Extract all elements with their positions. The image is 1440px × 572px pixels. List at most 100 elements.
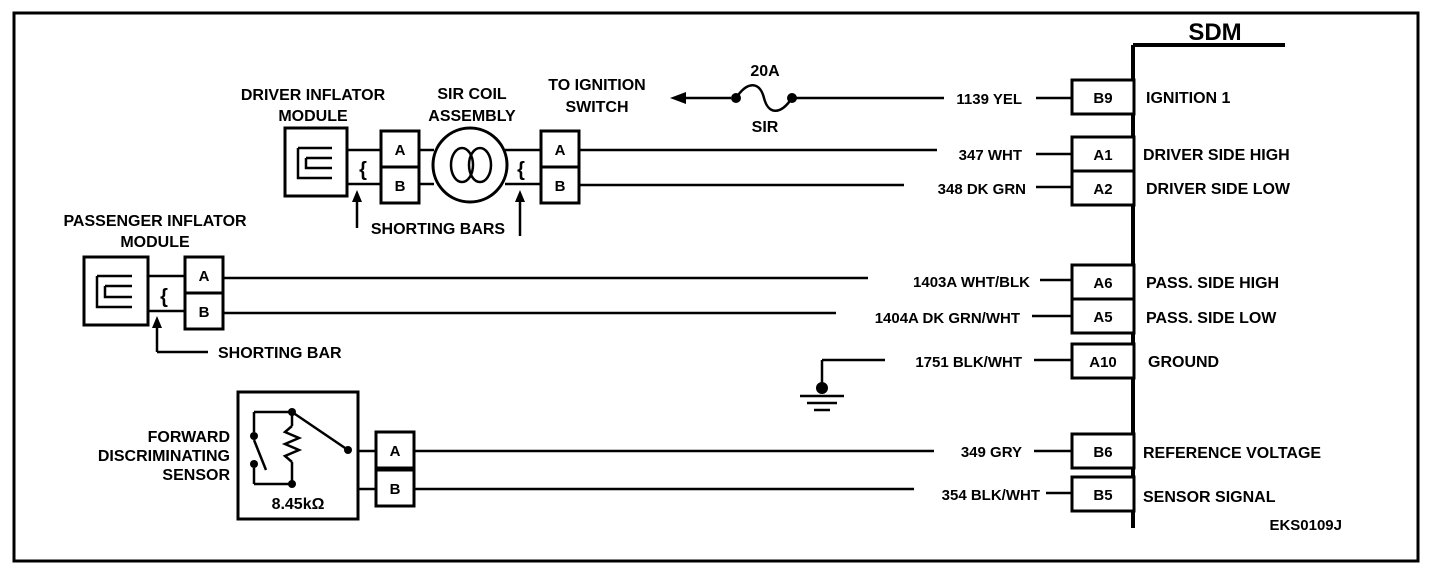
shorting-bar-brace: { bbox=[517, 159, 525, 181]
fuse-rating: 20A bbox=[750, 63, 780, 80]
sdm-function-label: GROUND bbox=[1148, 354, 1219, 371]
coil-loop-icon bbox=[449, 146, 475, 184]
shorting-bars-label: SHORTING BARS bbox=[371, 221, 506, 238]
fuse-name: SIR bbox=[752, 119, 779, 136]
sdm-pin-label: A10 bbox=[1089, 354, 1117, 371]
forward-discriminating-sensor: FORWARD DISCRIMINATING SENSOR 8.45kΩ A B bbox=[98, 390, 934, 521]
sdm-function-label: IGNITION 1 bbox=[1146, 90, 1231, 107]
sensor-resistance: 8.45kΩ bbox=[272, 496, 325, 513]
sdm-pin-label: A2 bbox=[1093, 181, 1112, 198]
resistor-icon bbox=[281, 425, 303, 463]
wire-label: 1404A DK GRN/WHT bbox=[875, 310, 1020, 327]
ignition-fuse-circuit: TO IGNITION SWITCH 20A SIR bbox=[548, 63, 944, 136]
shorting-bar-brace: { bbox=[160, 286, 168, 308]
sdm-function-label: DRIVER SIDE HIGH bbox=[1143, 147, 1290, 164]
sdm-title: SDM bbox=[1188, 19, 1241, 46]
wire-label: 354 BLK/WHT bbox=[942, 487, 1040, 504]
connector-pin-b bbox=[183, 291, 225, 331]
wire-label: 347 WHT bbox=[959, 147, 1022, 164]
sdm-pin-label: A5 bbox=[1093, 309, 1112, 326]
sdm-pin-label: B6 bbox=[1093, 444, 1112, 461]
sensor-label-line3: SENSOR bbox=[162, 467, 230, 484]
shorting-bar-brace: { bbox=[359, 159, 367, 181]
connector-pin-label: B bbox=[390, 481, 401, 498]
wire-label: 1403A WHT/BLK bbox=[913, 274, 1030, 291]
sir-coil-assembly: SIR COIL ASSEMBLY { A B bbox=[419, 86, 937, 205]
passenger-module-box bbox=[82, 255, 150, 327]
sdm-function-label: PASS. SIDE HIGH bbox=[1146, 275, 1279, 292]
driver-module-box bbox=[283, 126, 349, 198]
arrow-up-icon bbox=[152, 316, 162, 328]
sensor-node bbox=[344, 446, 352, 454]
sensor-label-line2: DISCRIMINATING bbox=[98, 448, 230, 465]
sdm-pin-box bbox=[1070, 342, 1136, 380]
sdm-pin-box bbox=[1070, 432, 1136, 470]
sdm-pin-box bbox=[1070, 297, 1136, 335]
sensor-label-line1: FORWARD bbox=[148, 429, 230, 446]
shorting-bar-callout: SHORTING BAR bbox=[152, 316, 342, 362]
diagram-id: EKS0109J bbox=[1269, 517, 1342, 534]
driver-module-label-line2: MODULE bbox=[278, 108, 348, 125]
sdm-function-label: PASS. SIDE LOW bbox=[1146, 310, 1277, 327]
ignition-label-line1: TO IGNITION bbox=[548, 77, 645, 94]
wire-label: 348 DK GRN bbox=[938, 181, 1026, 198]
switch-contact bbox=[250, 432, 258, 440]
sdm-pin-label: B5 bbox=[1093, 487, 1112, 504]
connector-pin-label: B bbox=[199, 304, 210, 321]
connector-pin-b bbox=[379, 165, 421, 205]
connector-pin-label: A bbox=[395, 142, 406, 159]
inflator-squib-icon bbox=[95, 274, 132, 309]
sdm-pin-box bbox=[1070, 169, 1136, 207]
sdm-function-label: DRIVER SIDE LOW bbox=[1146, 181, 1291, 198]
passenger-inflator-module: PASSENGER INFLATOR MODULE { A B bbox=[63, 213, 868, 331]
sdm-row-b9: B9 1139 YEL IGNITION 1 bbox=[956, 78, 1231, 116]
sdm-function-label: SENSOR SIGNAL bbox=[1143, 489, 1276, 506]
wire-label: 1751 BLK/WHT bbox=[915, 354, 1022, 371]
sdm-row-a1: A1 347 WHT DRIVER SIDE HIGH bbox=[959, 135, 1290, 173]
connector-pin-label: A bbox=[390, 443, 401, 460]
ground-node bbox=[816, 382, 828, 394]
sdm-pin-box bbox=[1070, 263, 1136, 301]
coil-loop-icon bbox=[467, 146, 493, 184]
connector-pin-label: B bbox=[395, 178, 406, 195]
sdm-row-b6: B6 349 GRY REFERENCE VOLTAGE bbox=[961, 432, 1321, 470]
passenger-module-label-line1: PASSENGER INFLATOR bbox=[63, 213, 247, 230]
connector-pin-label: A bbox=[199, 268, 210, 285]
switch-contact bbox=[250, 460, 258, 468]
wire-label: 1139 YEL bbox=[956, 91, 1022, 108]
switch-icon bbox=[252, 439, 268, 471]
driver-inflator-module: DRIVER INFLATOR MODULE { A B bbox=[241, 87, 421, 205]
sdm-row-a10: A10 1751 BLK/WHT GROUND bbox=[915, 342, 1219, 380]
arrow-up-icon bbox=[352, 190, 362, 202]
sdm-pin-label: A1 bbox=[1093, 147, 1112, 164]
coil-label-line2: ASSEMBLY bbox=[428, 108, 516, 125]
driver-module-label-line1: DRIVER INFLATOR bbox=[241, 87, 386, 104]
sdm-pin-label: B9 bbox=[1093, 90, 1112, 107]
fuse-icon bbox=[734, 84, 794, 112]
arrow-up-icon bbox=[515, 190, 525, 202]
diagram-frame bbox=[12, 11, 1420, 563]
connector-pin-label: A bbox=[555, 142, 566, 159]
sensor-node bbox=[288, 480, 296, 488]
sdm-pin-box bbox=[1070, 78, 1136, 116]
sdm-row-a2: A2 348 DK GRN DRIVER SIDE LOW bbox=[938, 169, 1291, 207]
sensor-wire bbox=[291, 410, 349, 452]
connector-pin-label: B bbox=[555, 178, 566, 195]
sdm-pin-box bbox=[1070, 475, 1136, 513]
sdm-row-a5: A5 1404A DK GRN/WHT PASS. SIDE LOW bbox=[875, 297, 1277, 335]
sdm-function-label: REFERENCE VOLTAGE bbox=[1143, 445, 1321, 462]
inflator-squib-icon bbox=[296, 146, 332, 180]
sdm-row-a6: A6 1403A WHT/BLK PASS. SIDE HIGH bbox=[913, 263, 1279, 301]
connector-pin-a bbox=[374, 430, 416, 470]
passenger-module-label-line2: MODULE bbox=[120, 234, 190, 251]
coil-label-line1: SIR COIL bbox=[437, 86, 507, 103]
shorting-bars-callout: SHORTING BARS bbox=[352, 190, 525, 238]
connector-pin-b bbox=[374, 468, 416, 508]
sdm-row-b5: B5 354 BLK/WHT SENSOR SIGNAL bbox=[942, 475, 1276, 513]
shorting-bar-label: SHORTING BAR bbox=[218, 345, 342, 362]
wire-label: 349 GRY bbox=[961, 444, 1022, 461]
ground-circuit bbox=[800, 358, 885, 412]
sdm-pin-label: A6 bbox=[1093, 275, 1112, 292]
ignition-label-line2: SWITCH bbox=[565, 99, 628, 116]
